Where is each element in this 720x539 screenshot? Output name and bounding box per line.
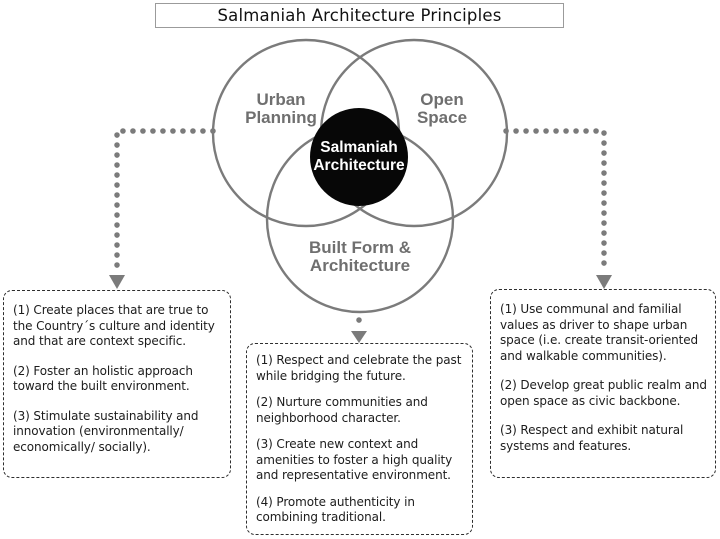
page-title: Salmaniah Architecture Principles xyxy=(217,6,502,25)
urban-planning-label: Urban Planning xyxy=(245,90,317,127)
principle-item: (3) Respect and exhibit natural systems … xyxy=(500,423,684,453)
principle-item: (1) Use communal and familial values as … xyxy=(500,302,699,363)
connector-right-dotted-line xyxy=(503,128,607,275)
title-box: Salmaniah Architecture Principles xyxy=(155,3,564,28)
salmaniah-architecture-disc xyxy=(310,108,408,206)
principle-item: (2) Foster an holistic approach toward t… xyxy=(13,363,193,394)
salmaniah-architecture-label: Salmaniah Architecture xyxy=(313,139,405,174)
built-form-architecture-label: Built Form & Architecture xyxy=(309,238,411,275)
arrowhead-middle-icon xyxy=(351,331,367,343)
connector-left-dotted-line xyxy=(114,128,216,275)
arrowhead-left-icon xyxy=(109,275,125,289)
principle-item: (2) Nurture communities and neighborhood… xyxy=(256,395,428,425)
principle-item: (3) Stimulate sustainability and innovat… xyxy=(13,408,199,454)
principle-item: (1) Respect and celebrate the past while… xyxy=(256,353,462,383)
principle-item: (1) Create places that are true to the C… xyxy=(13,303,215,348)
open-space-principles-box: (1) Use communal and familial values as … xyxy=(490,289,716,478)
principle-item: (4) Promote authenticity in combining tr… xyxy=(256,494,415,525)
principle-item: (2) Develop great public realm and open … xyxy=(500,378,707,408)
built-form-principles-box: (1) Respect and celebrate the past while… xyxy=(246,343,473,535)
arrowhead-right-icon xyxy=(596,275,612,289)
urban-planning-principles-box: (1) Create places that are true to the C… xyxy=(3,290,231,478)
principle-item: (3) Create new context and amenities to … xyxy=(256,437,453,482)
open-space-label: Open Space xyxy=(416,90,468,127)
